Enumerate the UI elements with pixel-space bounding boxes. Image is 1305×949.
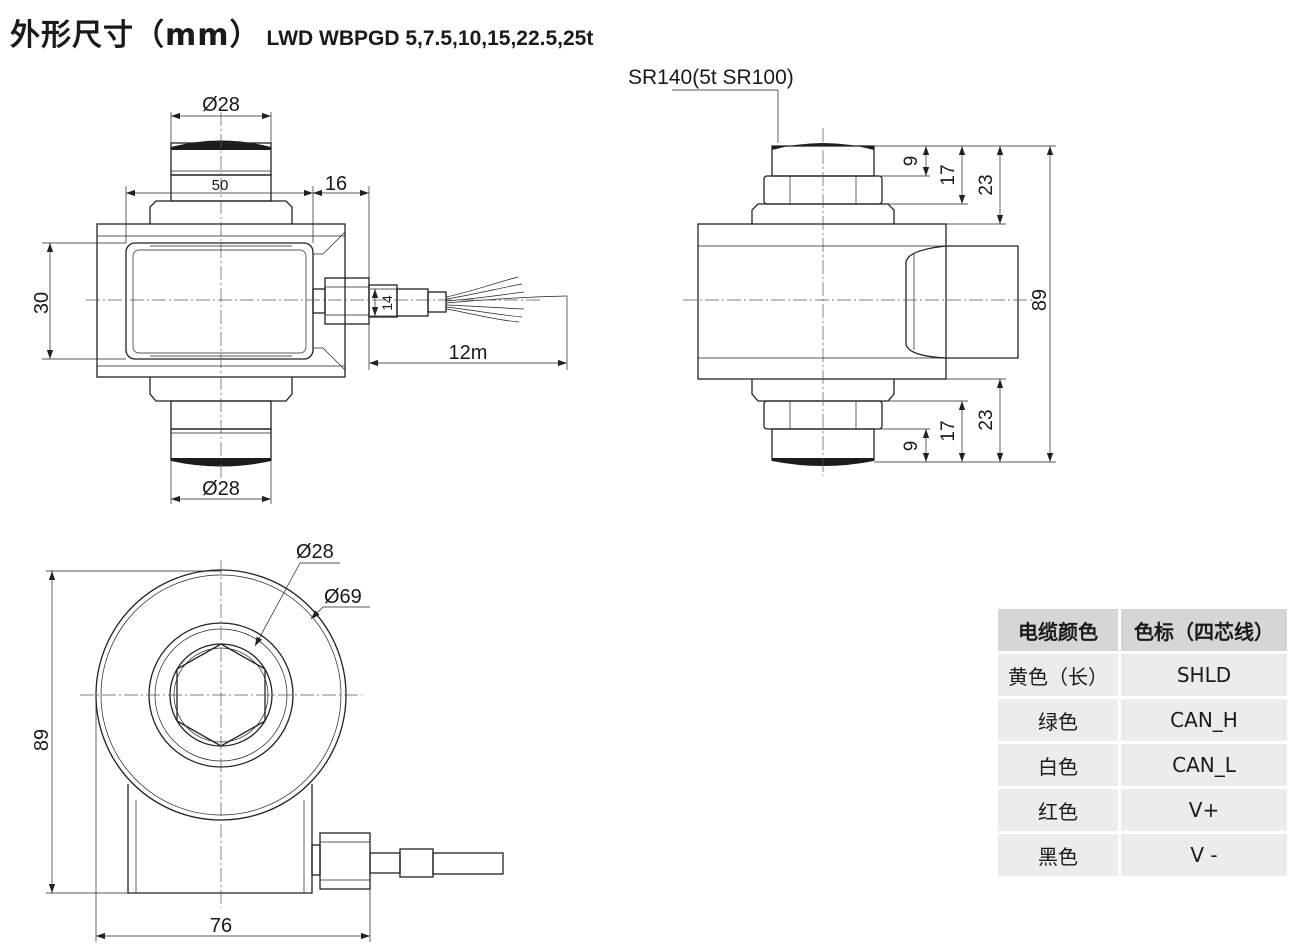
top-view: Ø28 Ø69 89 76 xyxy=(31,541,504,942)
front-top-dia: Ø28 xyxy=(202,94,240,116)
dim-23-top: 23 xyxy=(976,174,997,195)
signal-cell: V - xyxy=(1121,834,1287,876)
dim-17-top: 17 xyxy=(938,164,959,185)
cable-color-cell: 红色 xyxy=(998,789,1121,831)
header-cable-color: 电缆颜色 xyxy=(998,609,1121,651)
front-view: Ø28 50 16 30 14 12m Ø28 xyxy=(31,94,568,504)
cable-color-cell: 黑色 xyxy=(998,834,1121,876)
model-list: LWD WBPGD 5,7.5,10,15,22.5,25t xyxy=(266,27,594,50)
outer-dia-label: Ø69 xyxy=(324,586,362,608)
wiring-table: 电缆颜色 色标（四芯线） 黄色（长） SHLD 绿色 CAN_H 白色 CAN_… xyxy=(998,606,1287,879)
cable-color-cell: 绿色 xyxy=(998,699,1121,741)
dim-17-bottom: 17 xyxy=(938,420,959,441)
signal-cell: SHLD xyxy=(1121,654,1287,696)
signal-cell: CAN_H xyxy=(1121,699,1287,741)
table-header-row: 电缆颜色 色标（四芯线） xyxy=(998,609,1287,651)
cable-dia-dim: 14 xyxy=(379,295,395,311)
dim-9-bottom: 9 xyxy=(901,441,922,452)
table-row: 黑色 V - xyxy=(998,834,1287,876)
front-bottom-dia: Ø28 xyxy=(202,478,240,500)
front-height-dim: 30 xyxy=(31,292,53,314)
dim-9-top: 9 xyxy=(901,156,922,167)
connector-offset-dim: 16 xyxy=(325,173,347,195)
cable-color-cell: 白色 xyxy=(998,744,1121,786)
cable-color-cell: 黄色（长） xyxy=(998,654,1121,696)
side-overall-height: 89 xyxy=(1029,289,1051,311)
title-main: 外形尺寸（mm） xyxy=(10,18,261,53)
sphere-radius-label: SR140(5t SR100) xyxy=(628,66,794,89)
table-row: 红色 V+ xyxy=(998,789,1287,831)
inner-dia-label: Ø28 xyxy=(296,541,334,563)
header-signal: 色标（四芯线） xyxy=(1121,609,1287,651)
signal-cell: V+ xyxy=(1121,789,1287,831)
cable-length-dim: 12m xyxy=(449,342,488,364)
dim-23-bottom: 23 xyxy=(976,409,997,430)
table-row: 黄色（长） SHLD xyxy=(998,654,1287,696)
table-row: 白色 CAN_L xyxy=(998,744,1287,786)
top-view-width-dim: 76 xyxy=(210,915,232,937)
top-view-height-dim: 89 xyxy=(31,729,53,751)
table-row: 绿色 CAN_H xyxy=(998,699,1287,741)
signal-cell: CAN_L xyxy=(1121,744,1287,786)
front-width-dim: 50 xyxy=(212,177,229,194)
side-view: SR140(5t SR100) 9 17 23 xyxy=(628,66,1056,476)
page-title: 外形尺寸（mm）LWD WBPGD 5,7.5,10,15,22.5,25t xyxy=(10,10,593,54)
